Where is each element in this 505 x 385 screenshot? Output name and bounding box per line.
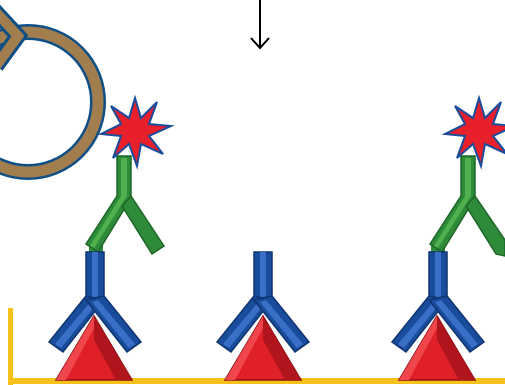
down-arrow-icon (250, 0, 270, 50)
assay-column-1 (48, 97, 172, 381)
circular-arrow-icon (0, 4, 106, 180)
assay-column-2 (216, 251, 310, 381)
detection-antibody-icon (428, 155, 505, 257)
surface-plate (8, 308, 505, 385)
fluorophore-star-icon (100, 97, 172, 167)
assay-column-3 (391, 97, 505, 381)
detection-antibody-icon (84, 155, 166, 256)
